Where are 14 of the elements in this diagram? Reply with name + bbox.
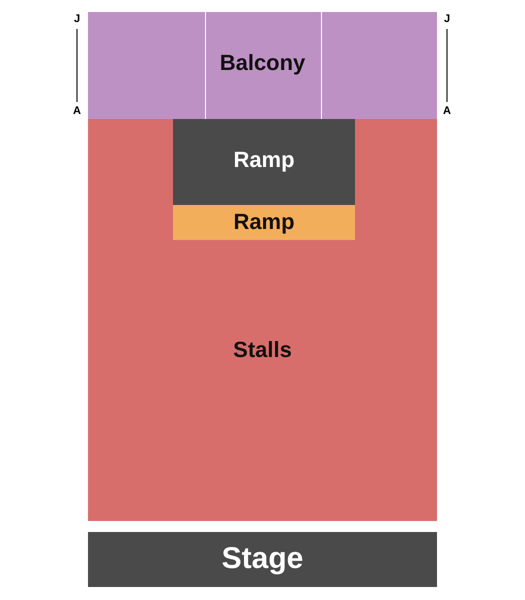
ramp-section (173, 119, 355, 205)
section-label: Stalls (232, 337, 293, 363)
row-letter: A (72, 105, 82, 117)
row-letter: A (442, 105, 452, 117)
ramp-section (173, 205, 355, 240)
section-label: Stage (220, 542, 304, 576)
row-letter: J (442, 13, 452, 25)
section-label: Balcony (218, 50, 306, 76)
stage-area (88, 532, 437, 587)
row-letter: J (72, 13, 82, 25)
section-label: Ramp (232, 147, 296, 173)
stalls-section (88, 119, 437, 521)
balcony-section (88, 12, 437, 119)
section-label: Ramp (232, 209, 296, 235)
